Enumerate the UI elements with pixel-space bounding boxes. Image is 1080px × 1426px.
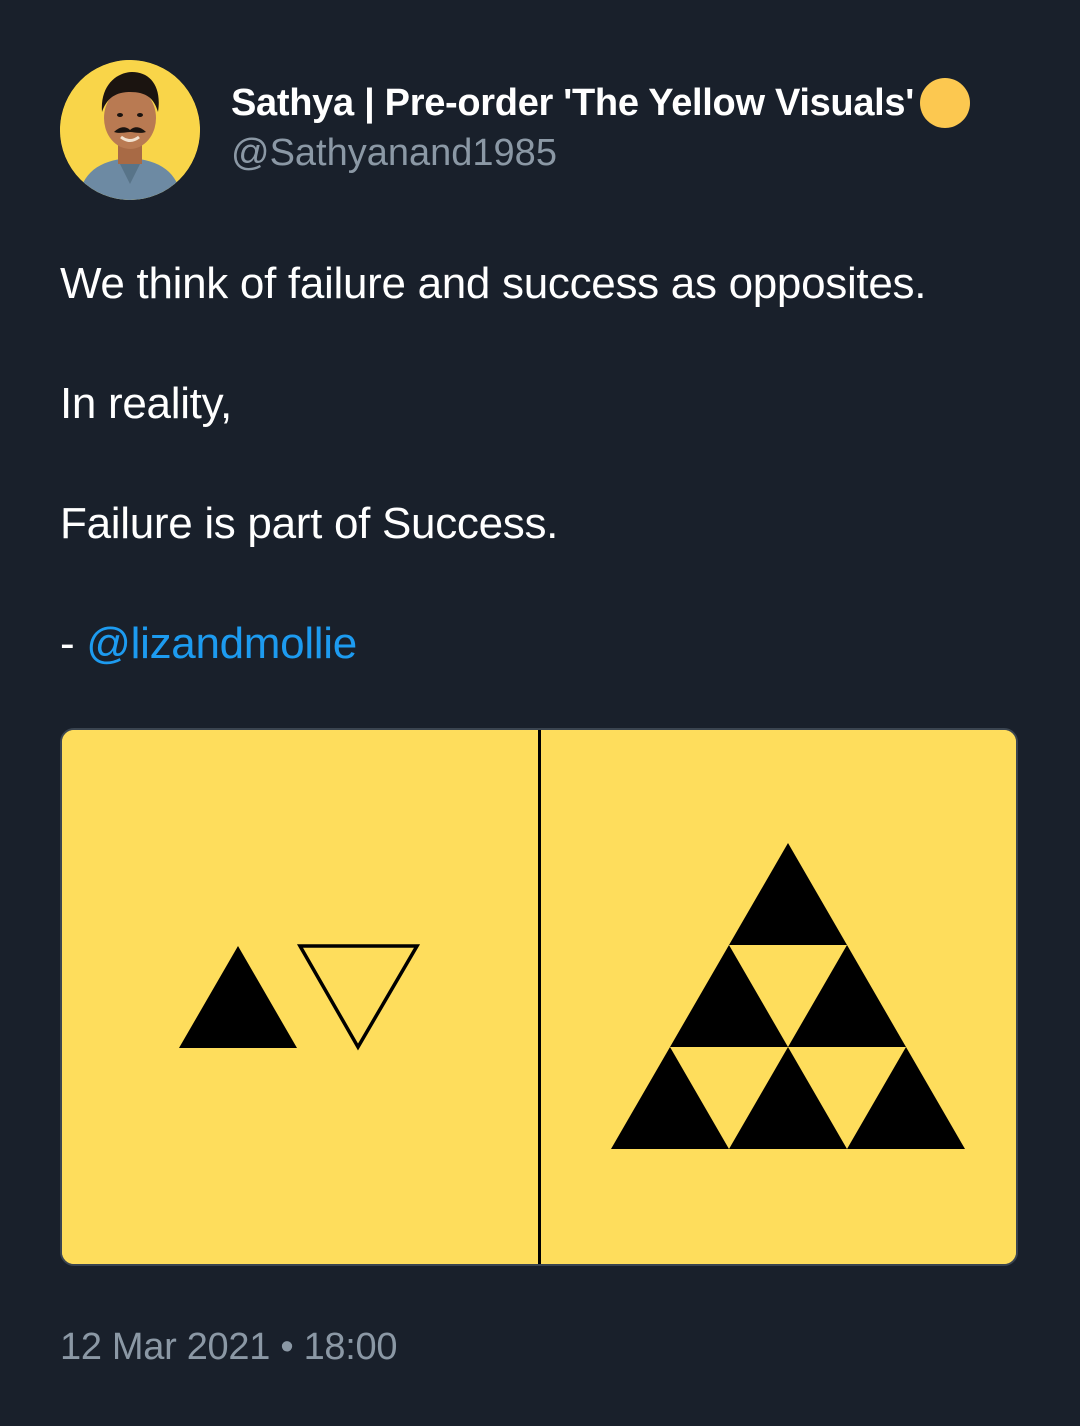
timestamp-separator: • [270, 1326, 304, 1368]
author-handle[interactable]: @Sathyanand1985 [231, 132, 557, 174]
mention-link[interactable]: @lizandmollie [86, 619, 357, 668]
author-display-name[interactable]: Sathya | Pre-order 'The Yellow Visuals' [231, 82, 914, 124]
image-right-panel [540, 730, 1016, 1264]
composite-triangle-illustration [610, 843, 965, 1149]
avatar[interactable] [60, 60, 200, 200]
tweet-timestamp[interactable]: 12 Mar 2021 • 18:00 [60, 1322, 397, 1372]
attribution-prefix: - [60, 619, 87, 668]
image-divider [537, 730, 541, 1264]
tweet-line-1: We think of failure and success as oppos… [60, 259, 927, 308]
separate-triangles-illustration [179, 944, 421, 1051]
tweet-time[interactable]: 18:00 [303, 1326, 398, 1368]
profile-photo-icon [60, 60, 200, 200]
tweet-text: We think of failure and success as oppos… [60, 254, 1040, 674]
yellow-circle-icon [920, 78, 970, 128]
tweet-date[interactable]: 12 Mar 2021 [60, 1326, 271, 1368]
tweet-image[interactable] [60, 728, 1018, 1266]
tweet-line-2: In reality, [60, 379, 232, 428]
tweet-attribution: - @lizandmollie [60, 614, 1040, 674]
image-left-panel [62, 730, 538, 1264]
tweet-line-3: Failure is part of Success. [60, 499, 559, 548]
tweet-author[interactable]: Sathya | Pre-order 'The Yellow Visuals' … [231, 78, 1040, 178]
author-display-name-row[interactable]: Sathya | Pre-order 'The Yellow Visuals' [231, 78, 1040, 128]
outline-inverted-triangle-shape [296, 944, 421, 1051]
solid-triangle-shape [179, 946, 297, 1048]
upright-triangles-group [610, 843, 965, 1149]
